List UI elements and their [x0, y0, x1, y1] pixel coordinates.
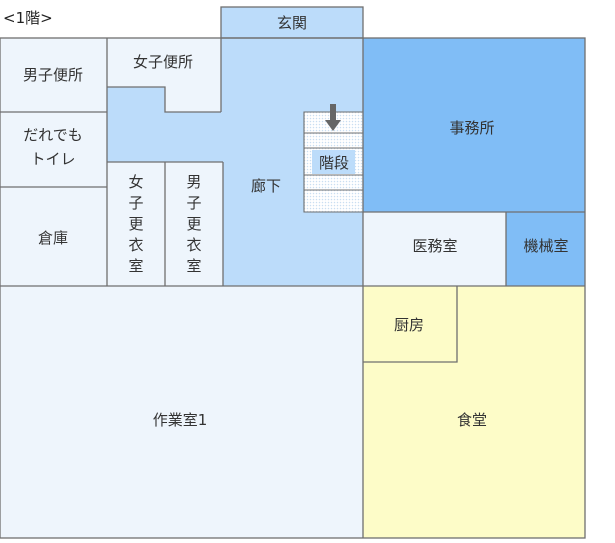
mens-changing-label: 男 子 更 衣 室: [186, 173, 201, 275]
womens-changing-char: 衣: [128, 236, 143, 254]
machine-room-label: 機械室: [523, 237, 568, 255]
womens-toilet-label: 女子便所: [133, 53, 193, 71]
corridor-label: 廊下: [251, 177, 281, 195]
storage-label: 倉庫: [38, 229, 68, 247]
universal-toilet-label-line2: トイレ: [30, 150, 75, 168]
workroom-label: 作業室1: [153, 411, 208, 429]
mens-toilet-area[interactable]: [0, 38, 107, 112]
medical-room-label: 医務室: [412, 237, 457, 255]
womens-toilet-area[interactable]: [107, 38, 221, 112]
office-label: 事務所: [449, 119, 494, 137]
mens-changing-char: 男: [186, 173, 201, 191]
dining-hall-label: 食堂: [457, 411, 487, 429]
universal-toilet-area[interactable]: [0, 112, 107, 187]
mens-changing-area[interactable]: [165, 162, 223, 286]
entrance-label: 玄関: [277, 14, 307, 32]
mens-changing-char: 子: [186, 194, 201, 212]
womens-changing-char: 子: [128, 194, 143, 212]
machine-room-area[interactable]: [506, 212, 585, 286]
mens-changing-char: 衣: [186, 236, 201, 254]
universal-toilet-label-line1: だれでも: [23, 126, 83, 144]
womens-changing-char: 室: [128, 257, 143, 275]
office-area[interactable]: [363, 38, 585, 212]
mens-changing-char: 更: [186, 215, 201, 233]
womens-changing-area[interactable]: [107, 162, 165, 286]
arrow-down-icon: [325, 104, 341, 131]
storage-area[interactable]: [0, 187, 107, 286]
womens-changing-char: 女: [128, 173, 143, 191]
entrance-area[interactable]: [221, 7, 363, 38]
stairs-label-bg: [312, 150, 355, 174]
workroom-area[interactable]: [0, 286, 363, 538]
womens-changing-label: 女 子 更 衣 室: [128, 173, 143, 275]
womens-changing-char: 更: [128, 215, 143, 233]
mens-toilet-label: 男子便所: [23, 66, 83, 84]
stairs-label: 階段: [319, 154, 349, 172]
kitchen-label: 厨房: [394, 316, 424, 334]
floor-label: <1階>: [3, 9, 53, 27]
dining-hall-area[interactable]: [363, 286, 585, 538]
stairs: [303, 111, 363, 213]
walls: [0, 6, 586, 539]
medical-room-area[interactable]: [363, 212, 506, 286]
mens-changing-char: 室: [186, 257, 201, 275]
